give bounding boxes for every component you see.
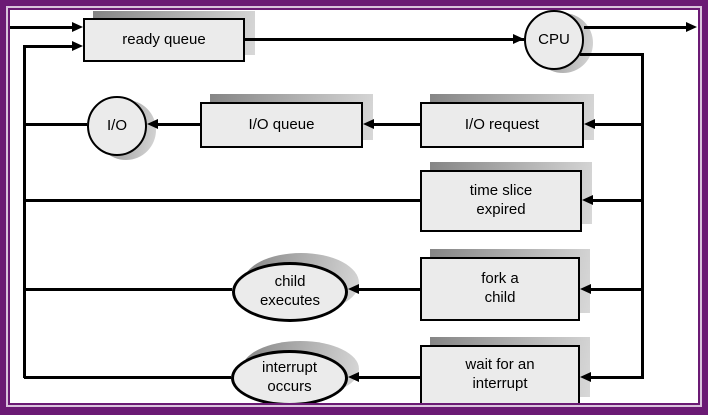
- connector-line: [591, 288, 641, 291]
- arrowhead-icon: [72, 22, 83, 32]
- connector-line: [24, 288, 232, 291]
- io-request-node: I/O request: [420, 102, 584, 148]
- connector-line: [595, 123, 641, 126]
- connector-line: [584, 26, 686, 29]
- connector-line: [359, 288, 420, 291]
- connector-line: [245, 38, 524, 41]
- arrowhead-icon: [582, 195, 593, 205]
- arrowhead-icon: [348, 284, 359, 294]
- connector-line: [24, 123, 87, 126]
- arrowhead-icon: [147, 119, 158, 129]
- connector-line: [591, 376, 641, 379]
- time-slice-expired-node: time slice expired: [420, 170, 582, 232]
- wait-for-interrupt-node: wait for an interrupt: [420, 345, 580, 403]
- frame-gap-line: ready queue CPU I/O I/O queue I/O reques…: [6, 6, 702, 407]
- connector-line-right-vertical: [641, 53, 644, 379]
- arrowhead-icon: [686, 22, 697, 32]
- arrowhead-icon: [580, 284, 591, 294]
- scheduling-diagram-canvas: ready queue CPU I/O I/O queue I/O reques…: [8, 8, 700, 405]
- cpu-node: CPU: [524, 10, 584, 70]
- connector-line: [593, 199, 641, 202]
- connector-line: [24, 199, 420, 202]
- connector-line: [24, 376, 231, 379]
- arrowhead-icon: [513, 34, 524, 44]
- connector-line: [580, 53, 643, 56]
- child-executes-node: child executes: [232, 262, 348, 322]
- arrowhead-icon: [348, 372, 359, 382]
- io-node: I/O: [87, 96, 147, 156]
- arrowhead-icon: [363, 119, 374, 129]
- connector-line: [10, 26, 73, 29]
- arrowhead-icon: [72, 41, 83, 51]
- connector-line-left-vertical: [23, 45, 26, 378]
- arrowhead-icon: [584, 119, 595, 129]
- io-queue-node: I/O queue: [200, 102, 363, 148]
- fork-a-child-node: fork a child: [420, 257, 580, 321]
- connector-line: [24, 45, 73, 48]
- connector-line: [158, 123, 200, 126]
- arrowhead-icon: [580, 372, 591, 382]
- interrupt-occurs-node: interrupt occurs: [231, 350, 348, 403]
- ready-queue-node: ready queue: [83, 18, 245, 62]
- connector-line: [359, 376, 420, 379]
- connector-line: [374, 123, 420, 126]
